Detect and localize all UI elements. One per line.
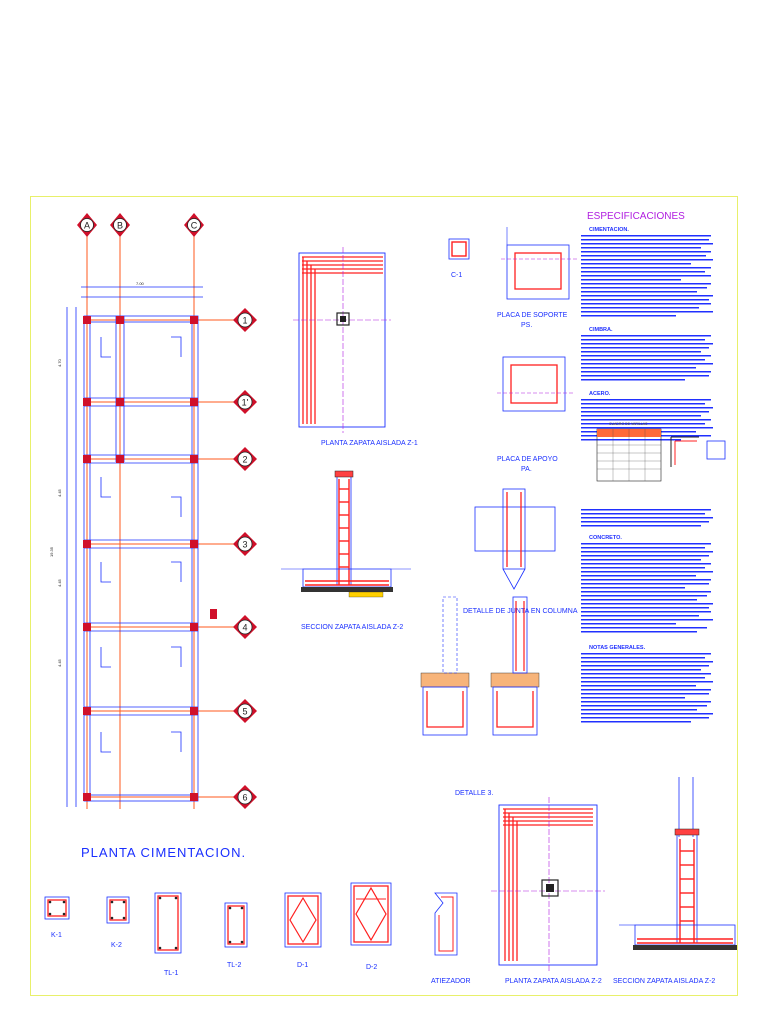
svg-text:2: 2 (242, 455, 247, 465)
row-axis-markers: 1 1' 2 3 4 5 6 (233, 308, 257, 809)
zapata-z1-plan-label: PLANTA ZAPATA AISLADA Z-1 (321, 440, 418, 447)
svg-text:1: 1 (242, 316, 247, 326)
plan-title: PLANTA CIMENTACION. (81, 845, 246, 860)
zapata-z2-section-label: SECCION ZAPATA AISLADA Z-2 (301, 624, 403, 631)
section-k1-label: K-1 (51, 932, 62, 939)
zapata-z2-section: SECCION ZAPATA AISLADA Z-2 (281, 470, 411, 631)
rebar-table-title: CUADRO DE VARILLAS (609, 422, 648, 426)
detalle-3: DETALLE 3. (420, 596, 540, 797)
spec-notas-generales: NOTAS GENERALES. (589, 645, 646, 651)
svg-text:4.45: 4.45 (57, 578, 62, 587)
junta-columna-detail: DETALLE DE JUNTA EN COLUMNA (463, 488, 578, 615)
svg-text:C: C (191, 221, 198, 231)
foundation-plan: A B C 1 1' 2 3 4 5 6 (49, 213, 257, 860)
placa-soporte-label: PLACA DE SOPORTE (497, 312, 568, 319)
section-d1: D-1 (284, 892, 322, 969)
section-tl1: TL-1 (154, 892, 182, 977)
svg-text:4.70: 4.70 (57, 358, 62, 367)
svg-text:A: A (84, 221, 90, 231)
cad-drawing: A B C 1 1' 2 3 4 5 6 (44, 211, 737, 985)
svg-text:6: 6 (242, 793, 247, 803)
svg-text:B: B (117, 221, 123, 231)
axis-bubble-3: 3 (233, 532, 257, 556)
axis-bubble-5: 5 (233, 699, 257, 723)
specs-title: ESPECIFICACIONES (587, 211, 685, 222)
axis-bubble-6: 6 (233, 785, 257, 809)
svg-text:4: 4 (242, 623, 247, 633)
spec-acero: ACERO. (589, 391, 611, 397)
zapata-z2-plan-label: PLANTA ZAPATA AISLADA Z-2 (505, 978, 602, 985)
section-tl2: TL-2 (224, 902, 248, 969)
section-d2: D-2 (350, 882, 392, 971)
zapata-z2-plan: PLANTA ZAPATA AISLADA Z-2 (491, 797, 605, 985)
axis-bubble-2: 2 (233, 447, 257, 471)
atiezador-detail: ATIEZADOR (431, 892, 471, 985)
placa-apoyo-detail: PLACA DE APOYO PA. (497, 356, 573, 473)
section-d2-label: D-2 (366, 964, 377, 971)
svg-text:4.45: 4.45 (57, 658, 62, 667)
svg-text:19.35: 19.35 (49, 546, 54, 557)
atiezador-label: ATIEZADOR (431, 978, 471, 985)
axis-bubble-4: 4 (233, 615, 257, 639)
beam-sections: K-1 K-2 TL-1 TL-2 D-1 (44, 882, 471, 985)
svg-text:5: 5 (242, 707, 247, 717)
svg-text:1': 1' (242, 398, 249, 408)
spec-concreto: CONCRETO. (589, 535, 622, 541)
zapata-z2-section-bottom: SECCION ZAPATA AISLADA Z-2 (613, 777, 737, 985)
zapata-z1-plan: PLANTA ZAPATA AISLADA Z-1 (293, 247, 418, 447)
section-k2: K-2 (106, 896, 130, 949)
plan-columns (83, 316, 217, 801)
detalle-3-label: DETALLE 3. (455, 790, 493, 797)
section-tl1-label: TL-1 (164, 970, 179, 977)
axis-bubble-a: A (77, 213, 97, 237)
junta-columna-label: DETALLE DE JUNTA EN COLUMNA (463, 608, 578, 615)
placa-soporte-detail: PLACA DE SOPORTE PS. (497, 227, 577, 329)
axis-bubble-b: B (110, 213, 130, 237)
zapata-z2-section-bottom-label: SECCION ZAPATA AISLADA Z-2 (613, 978, 715, 985)
svg-text:4.45: 4.45 (57, 488, 62, 497)
placa-apoyo-code: PA. (521, 466, 532, 473)
section-tl2-label: TL-2 (227, 962, 242, 969)
section-d1-label: D-1 (297, 962, 308, 969)
column-c1-detail: C-1 (448, 238, 470, 279)
placa-soporte-code: PS. (521, 322, 532, 329)
placa-apoyo-label: PLACA DE APOYO (497, 456, 558, 463)
axis-bubble-1: 1 (233, 308, 257, 332)
axis-bubble-c: C (184, 213, 204, 237)
svg-text:7.00: 7.00 (136, 281, 145, 286)
section-k2-label: K-2 (111, 942, 122, 949)
drawing-sheet: A B C 1 1' 2 3 4 5 6 (30, 196, 738, 996)
specifications-block: ESPECIFICACIONES CIMENTACION. CIMBRA. AC… (581, 211, 726, 723)
column-c1-label: C-1 (451, 272, 462, 279)
spec-cimbra: CIMBRA. (589, 327, 613, 333)
spec-cimentacion: CIMENTACION. (589, 227, 629, 233)
section-k1: K-1 (44, 896, 70, 939)
rebar-table: CUADRO DE VARILLAS (596, 422, 726, 482)
svg-text:3: 3 (242, 540, 247, 550)
axis-bubble-1-prime: 1' (233, 390, 257, 414)
